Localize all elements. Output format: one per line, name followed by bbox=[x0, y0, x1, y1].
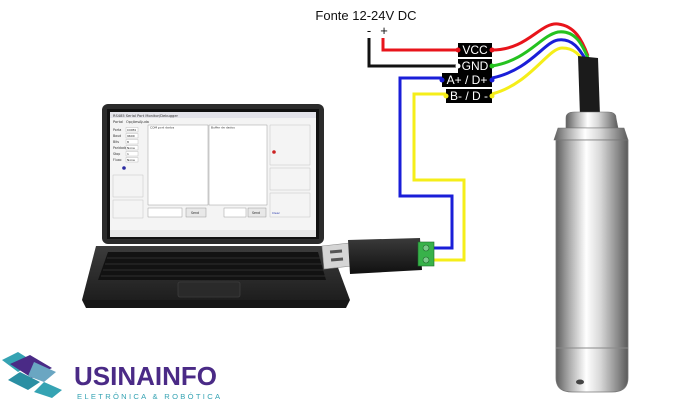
setting-value: 1 bbox=[127, 152, 129, 156]
right-settings-panel bbox=[269, 124, 311, 166]
send-button-left-label: Send bbox=[191, 211, 199, 215]
stop-select[interactable] bbox=[125, 151, 139, 157]
power-plus-label: + bbox=[380, 23, 388, 38]
setting-value: 8 bbox=[127, 140, 129, 144]
flow-select[interactable] bbox=[125, 157, 139, 163]
power-minus-label: - bbox=[367, 23, 371, 38]
converter-terminal bbox=[417, 241, 435, 267]
bits-select[interactable] bbox=[125, 139, 139, 145]
terminal-label-gnd: GND bbox=[462, 59, 489, 73]
app-window-title: RS485 Serial Port Monitor/Debugger bbox=[113, 114, 179, 118]
touchpad[interactable] bbox=[177, 281, 241, 298]
usinainfo-logo bbox=[2, 352, 62, 398]
probe-port bbox=[576, 379, 584, 385]
pane-right-title: Buffer de dados bbox=[211, 126, 235, 130]
buffer-data-pane[interactable] bbox=[208, 124, 268, 206]
port-select[interactable] bbox=[125, 127, 139, 133]
setting-value: 9600 bbox=[127, 134, 135, 138]
send-button-right[interactable] bbox=[247, 207, 267, 218]
terminal-vcc bbox=[458, 43, 492, 57]
terminal-block: VCC GND A+ / D+ B- / D - bbox=[439, 43, 495, 103]
setting-label: Baud bbox=[113, 134, 121, 138]
send-button-left[interactable] bbox=[185, 207, 207, 218]
usb-rs485-converter bbox=[321, 238, 435, 274]
menu-item-portal[interactable]: Portal bbox=[113, 120, 123, 124]
brand-name: USINAINFO bbox=[74, 361, 217, 391]
incoming-data-pane[interactable] bbox=[147, 124, 209, 206]
setting-value: None bbox=[127, 146, 135, 150]
wire-yellow-usb bbox=[412, 92, 466, 262]
terminal-gnd bbox=[458, 59, 492, 73]
send-button-right-label: Send bbox=[252, 211, 260, 215]
terminal-label-a: A+ / D+ bbox=[447, 73, 488, 87]
terminal-b bbox=[446, 89, 492, 103]
wire-black-power bbox=[367, 38, 458, 68]
setting-label: Paridade bbox=[113, 146, 127, 150]
wire-red-power bbox=[381, 38, 458, 52]
terminal-label-b: B- / D - bbox=[450, 89, 488, 103]
setting-label: Bits bbox=[113, 140, 119, 144]
keyboard bbox=[98, 252, 326, 280]
send-input-left[interactable] bbox=[147, 207, 183, 218]
setting-label: Porta bbox=[113, 128, 121, 132]
terminal-label-vcc: VCC bbox=[462, 43, 488, 57]
pane-left-title: COM port dados bbox=[150, 126, 175, 130]
setting-value: None bbox=[127, 158, 135, 162]
level-sensor-probe bbox=[553, 111, 629, 393]
wire-red-probe bbox=[491, 22, 590, 57]
wire-green-probe bbox=[491, 30, 590, 68]
terminal-a bbox=[442, 73, 492, 87]
setting-label: Stop bbox=[113, 152, 120, 156]
wire-blue-probe bbox=[491, 38, 588, 80]
laptop: RS485 Serial Port Monitor/Debugger Porta… bbox=[82, 104, 350, 308]
clear-link[interactable]: Clear bbox=[272, 211, 281, 215]
power-supply-title: Fonte 12-24V DC bbox=[315, 8, 416, 23]
probe-cable bbox=[578, 56, 600, 116]
send-input-right[interactable] bbox=[223, 207, 247, 218]
converter-body bbox=[348, 238, 422, 274]
usb-plug bbox=[321, 242, 353, 270]
wire-yellow-probe bbox=[491, 46, 586, 96]
settings-panel: Porta Baud Bits Paridade Stop Fluxo COM4… bbox=[112, 127, 144, 219]
brand-tagline: ELETRÔNICA & ROBÓTICA bbox=[77, 392, 222, 400]
stop-indicator[interactable] bbox=[272, 150, 276, 154]
baud-select[interactable] bbox=[125, 133, 139, 139]
menu-item-opcoes[interactable]: Opções bbox=[126, 120, 139, 124]
setting-value: COM4 bbox=[127, 128, 136, 132]
wire-blue-usb bbox=[398, 76, 458, 250]
connect-indicator[interactable] bbox=[122, 166, 126, 170]
menu-item-ajuda[interactable]: Ajuda bbox=[139, 120, 149, 124]
setting-label: Fluxo bbox=[113, 158, 122, 162]
parity-select[interactable] bbox=[125, 145, 139, 151]
